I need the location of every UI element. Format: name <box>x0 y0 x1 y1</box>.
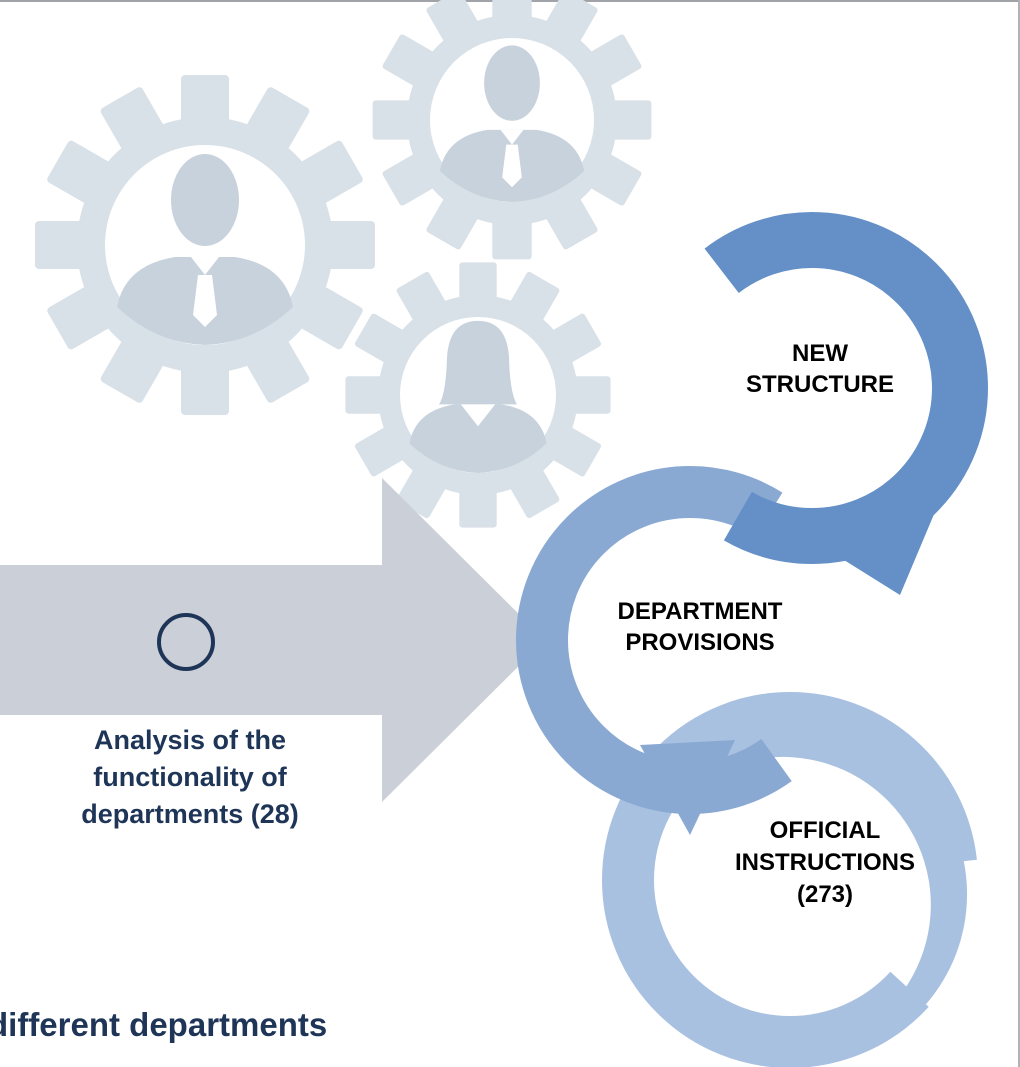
right-border <box>1018 0 1020 1067</box>
circle-icon <box>157 613 215 671</box>
footer-text: different departments <box>0 1006 327 1044</box>
arrow-head-icon <box>820 500 940 595</box>
arrow-head-icon <box>640 740 735 835</box>
person-icon <box>117 154 293 345</box>
footer-text-content: different departments <box>0 1006 328 1043</box>
process-arrow <box>0 478 545 802</box>
analysis-label: Analysis of the functionality of departm… <box>81 725 299 829</box>
gear-icon <box>345 262 611 528</box>
gear-icon <box>35 75 376 415</box>
official-instructions-label: OFFICIAL INSTRUCTIONS (273) <box>735 817 915 908</box>
new-structure-label: NEW STRUCTURE <box>746 340 894 398</box>
person-icon <box>409 320 547 473</box>
gear-icon <box>372 0 652 260</box>
cycle-ring-new-structure <box>636 212 988 595</box>
department-provisions-label: DEPARTMENT PROVISIONS <box>617 598 783 656</box>
person-icon <box>439 45 585 202</box>
cycle-ring-official-instructions <box>602 692 978 1067</box>
cycle-ring-department-provisions <box>516 466 864 835</box>
